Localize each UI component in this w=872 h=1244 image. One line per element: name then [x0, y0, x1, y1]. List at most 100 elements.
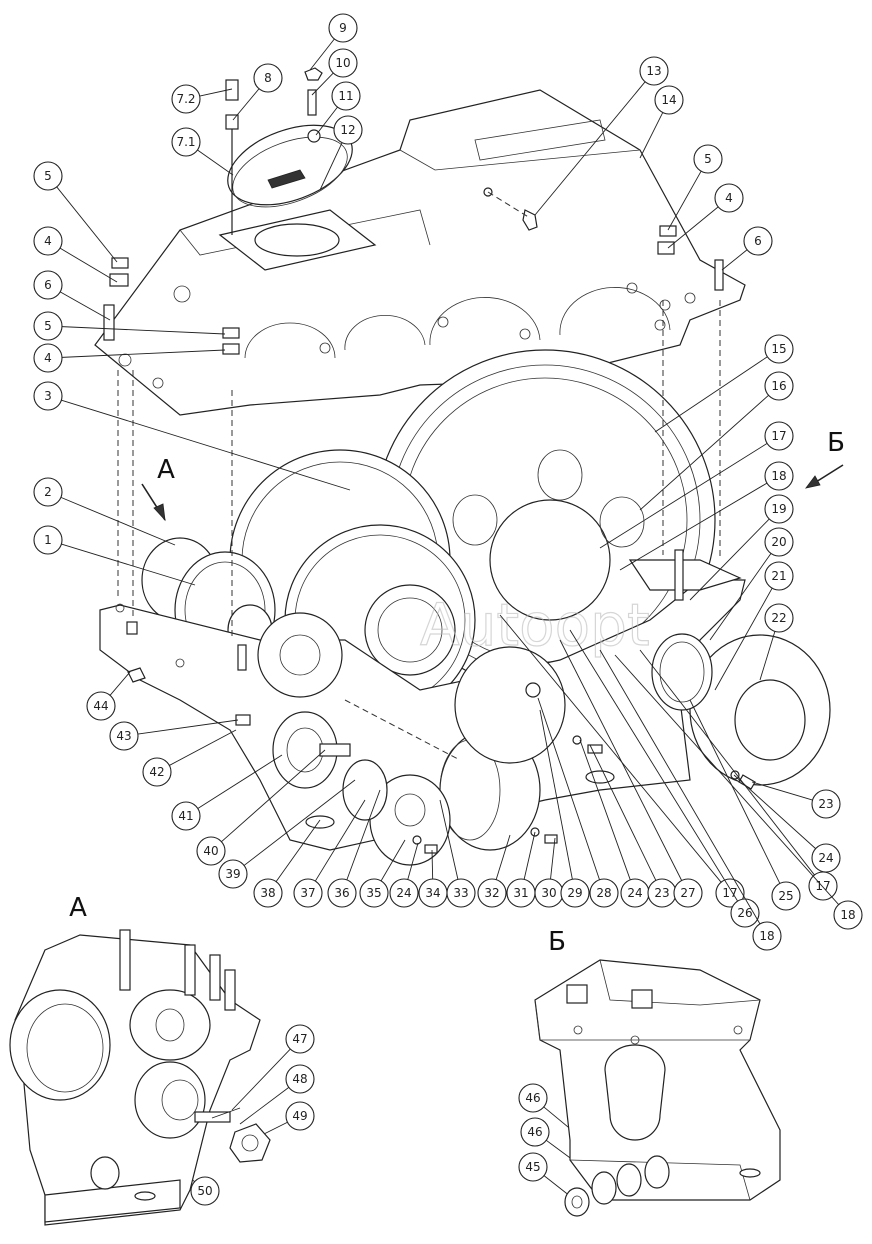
callout-leader [619, 482, 768, 571]
callout-number: 26 [737, 906, 752, 920]
callout-circle [752, 921, 782, 951]
callout-circle [518, 1083, 548, 1113]
callout-number: 27 [680, 886, 695, 900]
callout-leader [667, 170, 702, 231]
callout-45: 45 [518, 1152, 576, 1201]
callout-5: 5 [33, 311, 226, 341]
callout-circle [811, 843, 841, 873]
callout-4: 4 [667, 183, 744, 249]
callout-leader [60, 496, 176, 546]
callout-circle [328, 48, 358, 78]
callout-circle [764, 421, 794, 451]
callout-number: 17 [722, 886, 737, 900]
callout-number: 46 [527, 1125, 542, 1139]
callout-number: 14 [661, 93, 676, 107]
callout-25: 25 [689, 699, 801, 911]
callout-number: 33 [453, 886, 468, 900]
callout-leader [639, 112, 664, 159]
callout-circle [33, 270, 63, 300]
callout-38: 38 [253, 819, 321, 908]
callout-circle [764, 494, 794, 524]
callout-leader [61, 399, 351, 491]
callout-22: 22 [759, 603, 794, 681]
callout-39: 39 [218, 779, 356, 889]
callout-number: 49 [292, 1109, 307, 1123]
callout-31: 31 [506, 831, 536, 908]
callout-16: 16 [639, 371, 794, 511]
callout-number: 50 [197, 1184, 212, 1198]
studs-and-nuts [103, 225, 724, 355]
callout-number: 30 [541, 886, 556, 900]
callout-23: 23 [751, 781, 841, 819]
callout-leader [721, 249, 748, 271]
callout-11: 11 [315, 81, 361, 136]
callout-5: 5 [33, 161, 118, 263]
callout-37: 37 [293, 799, 366, 908]
callout-number: 21 [771, 569, 786, 583]
callout-circle [253, 878, 283, 908]
callout-4: 4 [33, 226, 118, 283]
callout-number: 43 [116, 729, 131, 743]
callout-number: 44 [93, 699, 108, 713]
callout-circle [327, 878, 357, 908]
callout-circle [639, 56, 669, 86]
callout-number: 34 [425, 886, 440, 900]
callout-number: 15 [771, 342, 786, 356]
callout-1: 1 [33, 525, 196, 586]
callout-number: 38 [260, 886, 275, 900]
callout-leader [137, 719, 239, 735]
callout-circle [33, 311, 63, 341]
callout-circle [560, 878, 590, 908]
callout-19: 19 [689, 494, 794, 601]
callout-44: 44 [86, 671, 131, 721]
callout-number: 24 [396, 886, 411, 900]
callout-24: 24 [733, 774, 841, 873]
callout-leader [61, 326, 226, 335]
callout-number: 23 [654, 886, 669, 900]
bearing-cap-32 [439, 646, 603, 851]
callout-circle [171, 801, 201, 831]
callout-number: 11 [338, 89, 353, 103]
callout-circle [328, 13, 358, 43]
callout-circle [764, 561, 794, 591]
callout-leader [275, 819, 321, 882]
callout-leader [589, 744, 657, 881]
callout-42: 42 [142, 729, 237, 787]
callout-number: 24 [818, 851, 833, 865]
callout-leader [689, 699, 781, 884]
callout-13: 13 [534, 56, 669, 216]
callout-8: 8 [232, 63, 283, 121]
callout-circle [33, 477, 63, 507]
callout-leader [733, 774, 816, 849]
callout-circle [693, 144, 723, 174]
callout-circle [109, 721, 139, 751]
callout-leader [59, 291, 111, 321]
callout-35: 35 [359, 839, 406, 908]
callout-leader [523, 831, 536, 880]
callout-18: 18 [619, 461, 794, 571]
callout-leader [61, 543, 196, 586]
callout-leader [534, 81, 646, 216]
callout-circle [33, 226, 63, 256]
callout-leader [569, 629, 739, 902]
callout-circle [446, 878, 476, 908]
callout-circle [359, 878, 389, 908]
callout-circle [477, 878, 507, 908]
callout-number: 7.1 [176, 135, 195, 149]
callout-circle [285, 1024, 315, 1054]
callout-circle [743, 226, 773, 256]
callout-leader [109, 671, 131, 696]
callout-20: 20 [709, 527, 794, 641]
callout-circle [196, 836, 226, 866]
callout-leader [667, 206, 719, 249]
callout-43: 43 [109, 719, 239, 751]
callout-circle [389, 878, 419, 908]
callout-leader [639, 649, 815, 876]
callout-leader [537, 697, 600, 880]
callout-circle [171, 127, 201, 157]
inset-a-title: A [69, 893, 87, 923]
callout-number: 32 [484, 886, 499, 900]
callout-number: 35 [366, 886, 381, 900]
bearing-cap-35 [342, 759, 451, 866]
view-arrow-b-label: Б [827, 428, 845, 458]
